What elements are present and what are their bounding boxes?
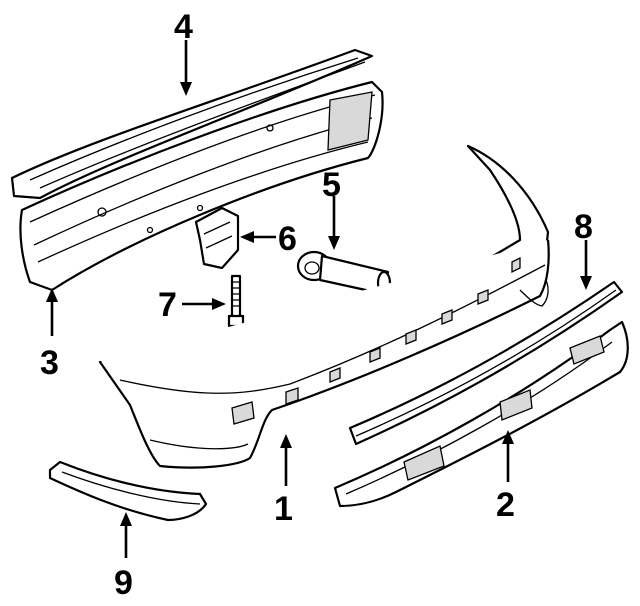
part-4-upper-strip	[10, 48, 374, 200]
part-1-bumper-cover	[98, 144, 550, 469]
leader-4	[180, 40, 192, 96]
callout-3: 3	[40, 344, 59, 382]
part-5-mount	[296, 250, 392, 296]
leader-3	[46, 288, 58, 336]
callout-5: 5	[322, 166, 341, 204]
leader-5	[328, 196, 340, 250]
leader-1	[280, 434, 292, 486]
part-7-bolt	[227, 274, 245, 328]
callout-8: 8	[574, 208, 593, 246]
part-8-molding-strip	[348, 280, 624, 446]
callout-6: 6	[278, 220, 297, 258]
callout-1: 1	[274, 490, 293, 528]
part-9-corner-molding	[48, 460, 208, 522]
callout-4: 4	[174, 8, 193, 46]
leader-8	[580, 240, 592, 290]
leader-9	[120, 512, 132, 558]
leader-7	[182, 298, 226, 310]
part-3-reinforcement-bar	[19, 80, 384, 292]
callout-7: 7	[158, 286, 177, 324]
callout-2: 2	[496, 486, 515, 524]
part-6-bracket	[194, 206, 240, 270]
callout-9: 9	[114, 564, 133, 602]
leader-2	[502, 430, 514, 482]
leader-6	[240, 231, 276, 243]
part-2-lower-valance	[333, 320, 629, 508]
